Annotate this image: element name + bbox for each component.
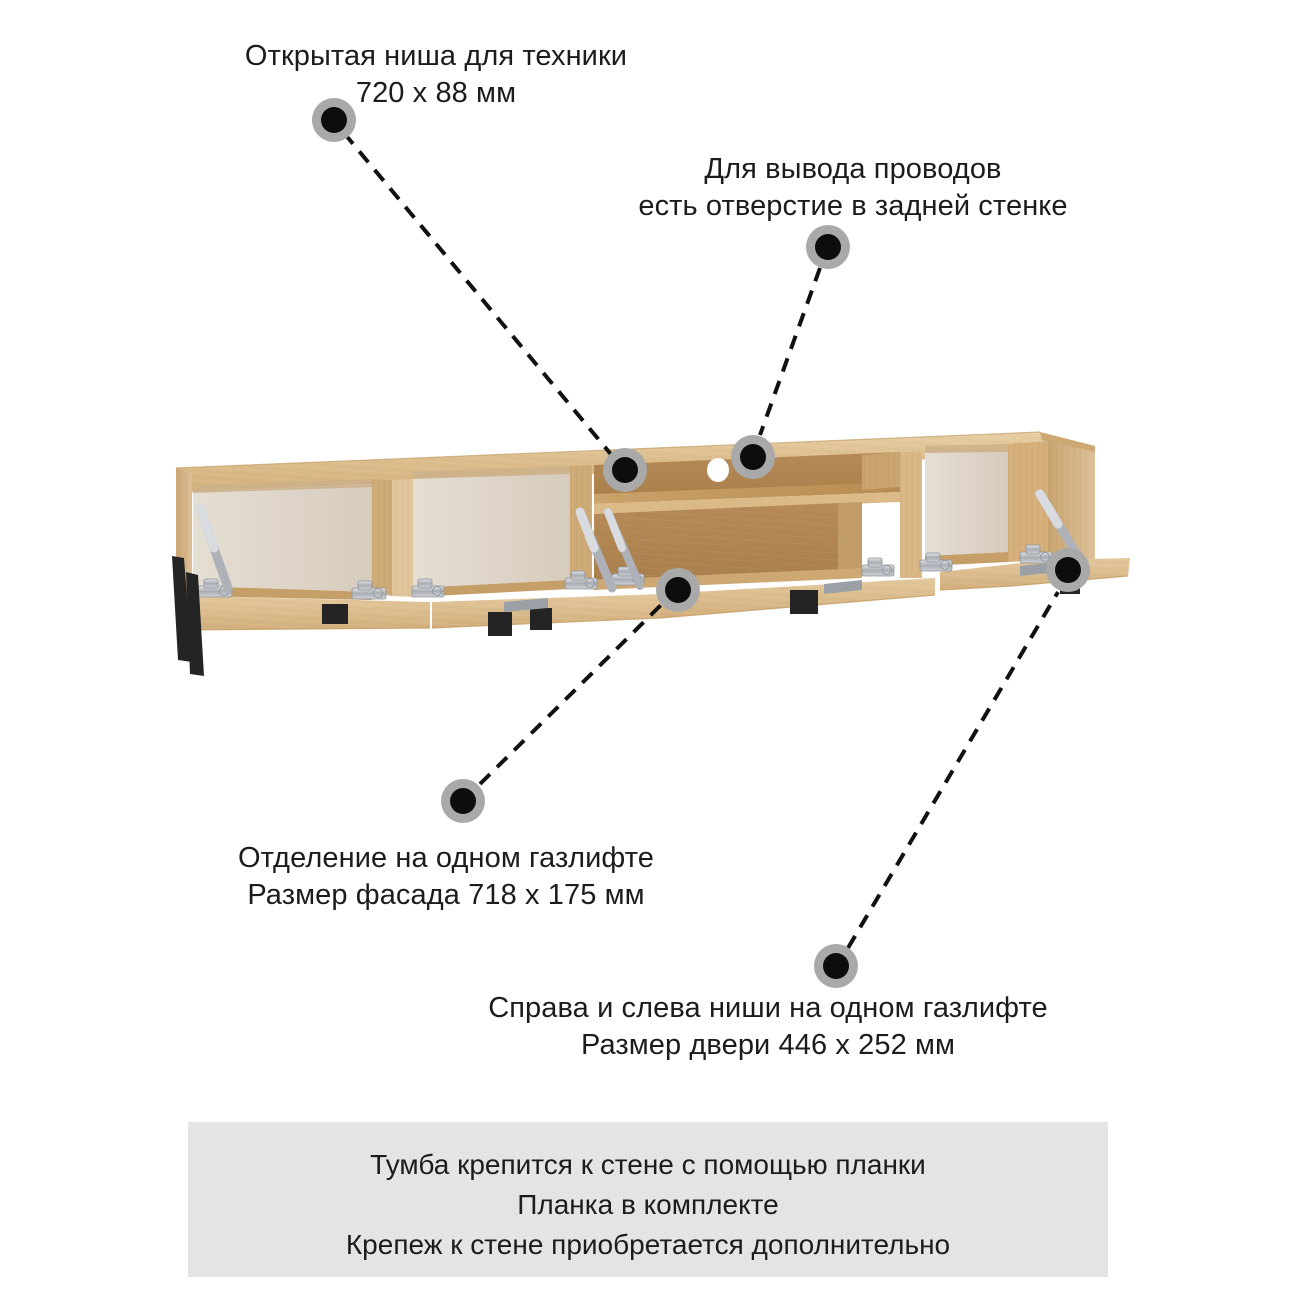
marker-center-gaslift-label[interactable]	[441, 779, 485, 823]
callout-side-niches-line1: Справа и слева ниши на одном газлифте	[488, 992, 1048, 1024]
marker-cable-hole-label[interactable]	[806, 225, 850, 269]
marker-cable-hole-target[interactable]	[731, 435, 775, 479]
callout-side-niches: Справа и слева ниши на одном газлифте Ра…	[448, 990, 1088, 1064]
cable-hole-icon	[707, 458, 729, 482]
wall-mount-notice: Тумба крепится к стене с помощью планки …	[188, 1122, 1108, 1277]
open-niche	[594, 452, 922, 590]
marker-center-gaslift-target[interactable]	[656, 568, 700, 612]
marker-open-niche-label[interactable]	[312, 98, 356, 142]
left-door-open	[177, 596, 431, 631]
callout-center-gaslift: Отделение на одном газлифте Размер фасад…	[196, 840, 696, 914]
leg	[172, 556, 1080, 676]
left-compartment	[193, 479, 392, 600]
marker-side-niches-target[interactable]	[1046, 548, 1090, 592]
marker-side-niches-label[interactable]	[814, 944, 858, 988]
second-compartment	[392, 465, 592, 597]
right-compartment	[925, 441, 1095, 566]
callout-open-niche: Открытая ниша для техники 720 x 88 мм	[216, 38, 656, 112]
notice-line-1: Тумба крепится к стене с помощью планки	[370, 1149, 926, 1180]
callout-side-niches-line2: Размер двери 446 x 252 мм	[580, 1029, 956, 1062]
callout-center-gaslift-line2: Размер фасада 718 x 175 мм	[247, 879, 645, 912]
callout-cable-hole-line2: есть отверстие в задней стенке	[638, 190, 1068, 223]
notice-line-3: Крепеж к стене приобретается дополнитель…	[345, 1228, 951, 1260]
callout-cable-hole: Для вывода проводов есть отверстие в зад…	[598, 151, 1108, 225]
notice-line-2: Планка в комплекте	[517, 1188, 779, 1220]
leader-line-side-niches	[846, 590, 1060, 950]
callout-open-niche-line2: 720 x 88 мм	[355, 77, 517, 110]
marker-open-niche-target[interactable]	[603, 448, 647, 492]
left-side-panel	[176, 468, 192, 600]
callout-center-gaslift-line1: Отделение на одном газлифте	[237, 842, 654, 874]
callout-cable-hole-line1: Для вывода проводов	[704, 153, 1002, 185]
leader-line-cable-hole	[758, 267, 822, 436]
leader-line-center-gaslift	[478, 602, 664, 786]
callout-open-niche-line1: Открытая ниша для техники	[244, 40, 628, 72]
gas-lift	[195, 489, 1083, 593]
